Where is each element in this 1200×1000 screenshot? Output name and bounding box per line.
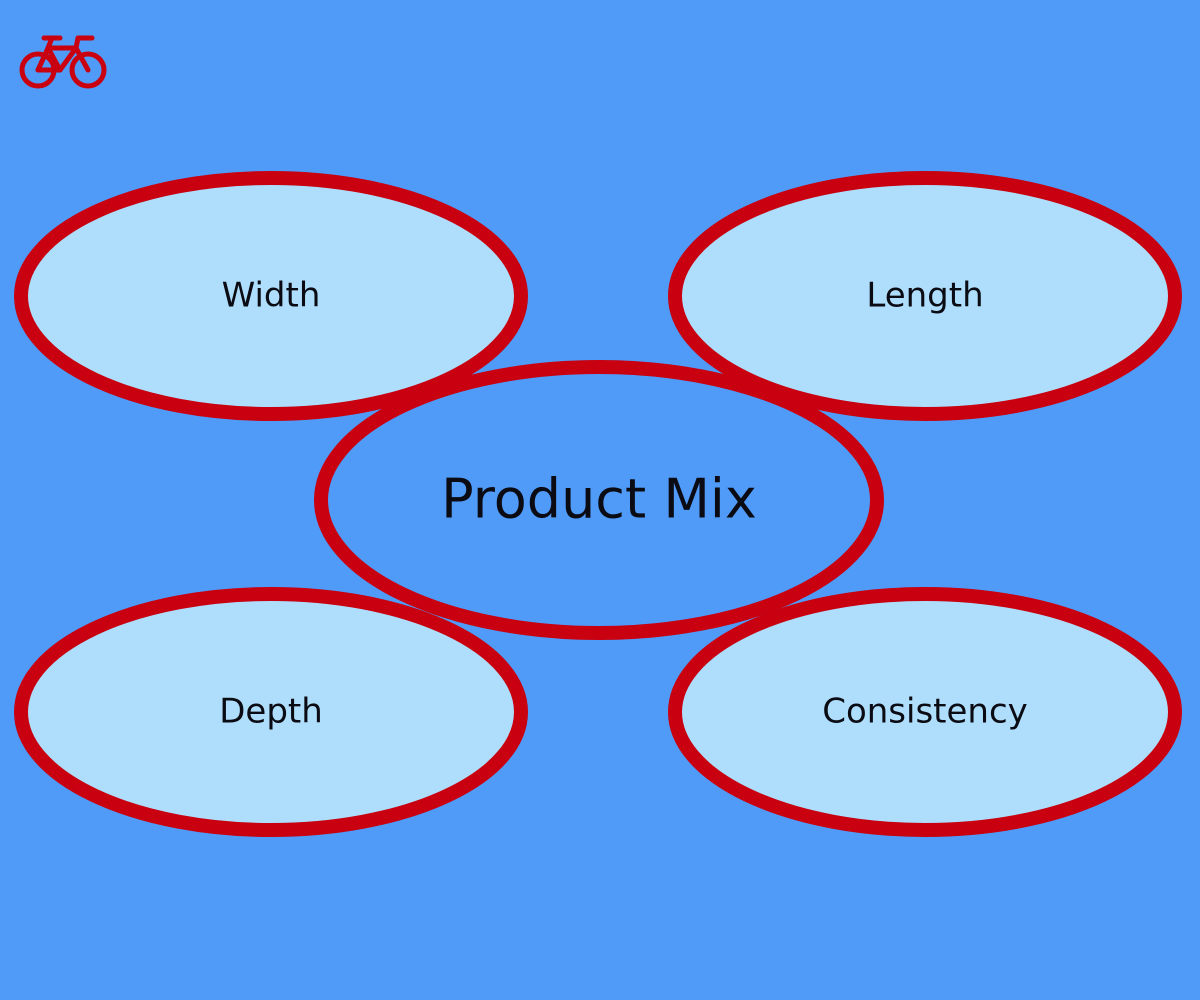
bicycle-icon bbox=[19, 35, 107, 89]
node-depth-label: Depth bbox=[219, 692, 323, 732]
node-product-mix-label: Product Mix bbox=[441, 468, 757, 531]
node-consistency-shape bbox=[668, 587, 1182, 837]
node-width: Width bbox=[14, 171, 528, 421]
node-product-mix-shape bbox=[314, 360, 884, 640]
node-length-label: Length bbox=[866, 276, 983, 316]
node-width-shape bbox=[14, 171, 528, 421]
node-depth-shape bbox=[14, 587, 528, 837]
node-width-label: Width bbox=[222, 276, 321, 316]
node-product-mix: Product Mix bbox=[314, 360, 884, 640]
node-depth: Depth bbox=[14, 587, 528, 837]
node-consistency-label: Consistency bbox=[822, 692, 1028, 732]
node-length-shape bbox=[668, 171, 1182, 421]
node-consistency: Consistency bbox=[668, 587, 1182, 837]
node-length: Length bbox=[668, 171, 1182, 421]
